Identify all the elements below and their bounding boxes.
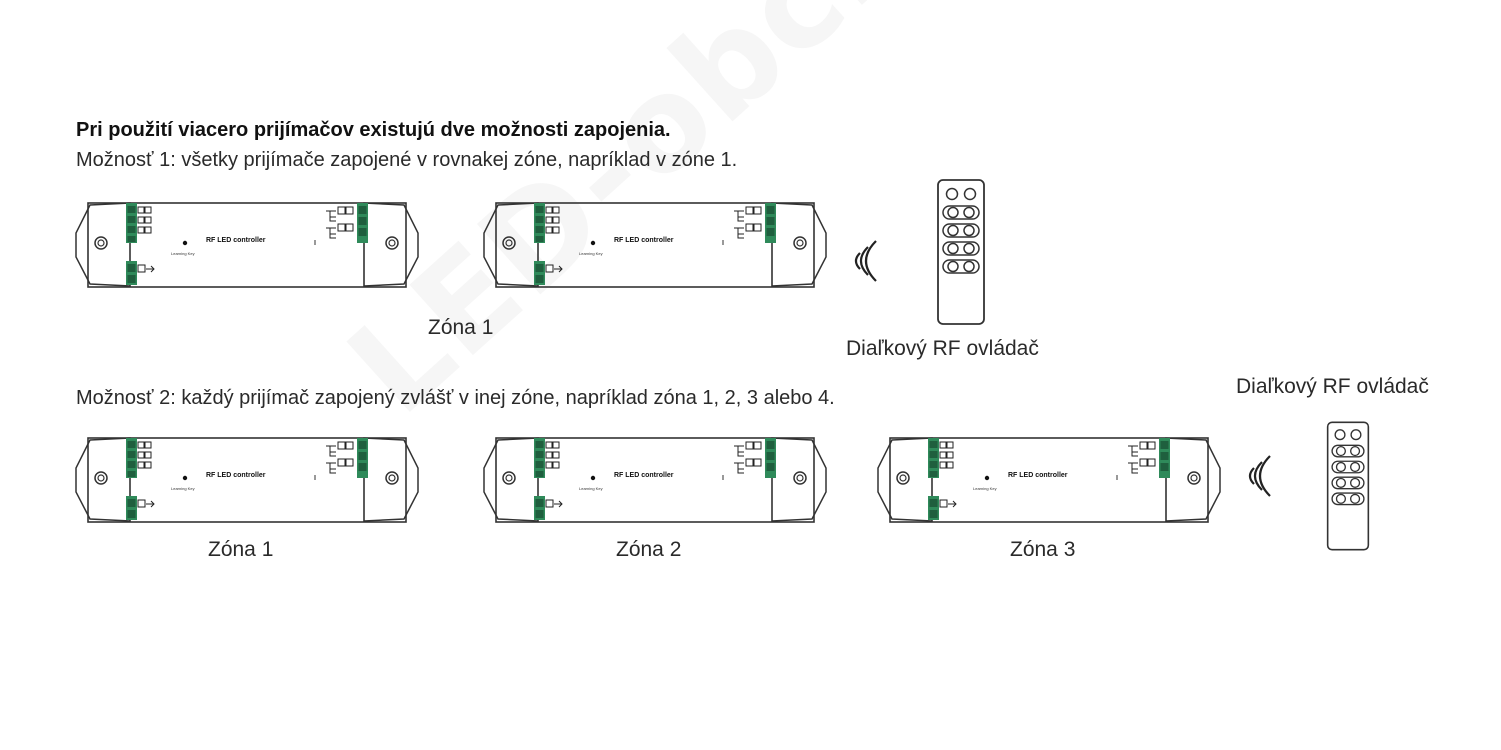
page-heading: Pri použití viacero prijímačov existujú … xyxy=(76,119,671,141)
learning-key-label: Learning Key xyxy=(579,251,603,256)
remote-label-option2: Diaľkový RF ovládač xyxy=(1236,375,1429,398)
learning-key-label: Learning Key xyxy=(973,486,997,491)
learning-key-label: Learning Key xyxy=(171,486,195,491)
controller-label: RF LED controller xyxy=(614,472,674,479)
zone-label-1: Zóna 1 xyxy=(208,538,274,561)
option-1-text: Možnosť 1: všetky prijímače zapojené v r… xyxy=(76,149,738,171)
zone-label-2: Zóna 2 xyxy=(616,538,682,561)
controller-label: RF LED controller xyxy=(614,237,674,244)
controller-label: RF LED controller xyxy=(206,237,266,244)
controller-label: RF LED controller xyxy=(206,472,266,479)
rf-remote-option1 xyxy=(937,179,985,325)
controller-zone-2: RF LED controller Learning Key xyxy=(483,437,827,523)
controller-option1-1: RF LED controller Learning Key xyxy=(75,202,419,288)
rf-signal-icon xyxy=(854,240,877,282)
controller-zone-3: RF LED controller Learning Key xyxy=(877,437,1221,523)
rf-signal-icon xyxy=(1248,455,1271,497)
rf-remote-option2 xyxy=(1326,421,1370,551)
remote-label-option1: Diaľkový RF ovládač xyxy=(846,337,1039,360)
controller-zone-1: RF LED controller Learning Key xyxy=(75,437,419,523)
controller-option1-2: RF LED controller Learning Key xyxy=(483,202,827,288)
learning-key-label: Learning Key xyxy=(579,486,603,491)
zone-label-3: Zóna 3 xyxy=(1010,538,1076,561)
learning-key-label: Learning Key xyxy=(171,251,195,256)
zone-label-option1: Zóna 1 xyxy=(428,316,494,339)
controller-label: RF LED controller xyxy=(1008,472,1068,479)
option-2-text: Možnosť 2: každý prijímač zapojený zvláš… xyxy=(76,387,835,409)
